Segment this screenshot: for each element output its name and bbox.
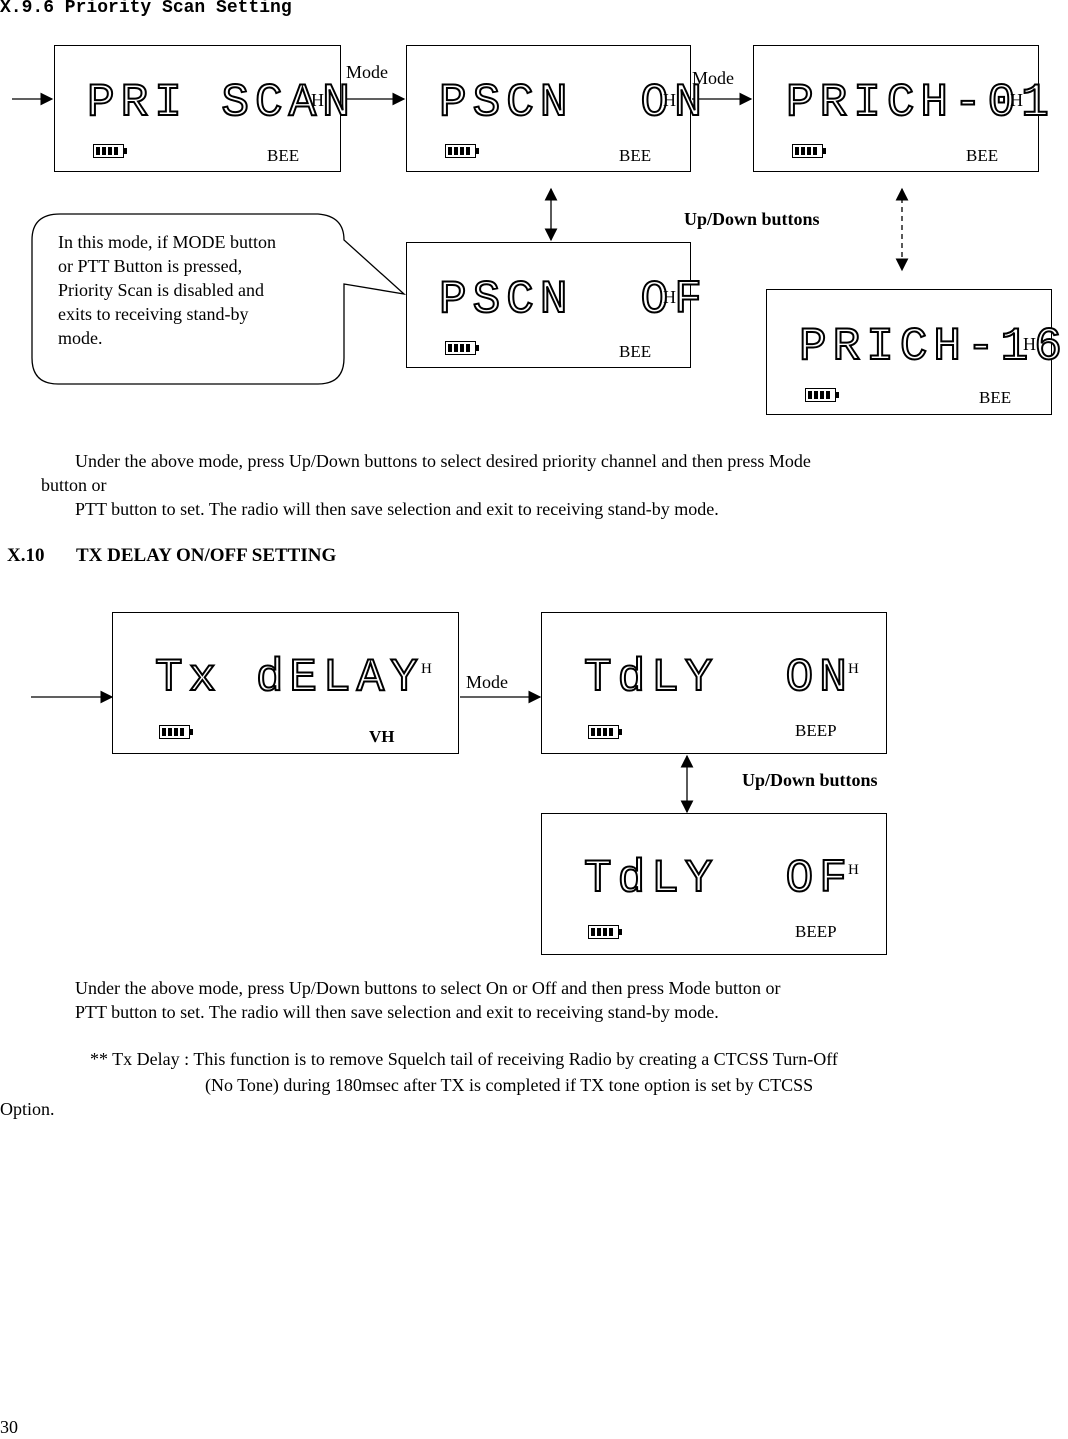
paragraph-line: Under the above mode, press Up/Down butt… <box>75 451 811 471</box>
updown-buttons-label: Up/Down buttons <box>684 209 820 229</box>
lcd-beep-indicator: BEE <box>267 146 300 165</box>
callout-line: Priority Scan is disabled and <box>58 280 264 300</box>
lcd-text: TdLY ON <box>583 652 853 704</box>
callout-line: mode. <box>58 328 103 348</box>
lcd-pri-scan: PRI SCAN H BEE <box>54 45 351 172</box>
battery-icon <box>805 388 839 402</box>
battery-icon <box>445 341 479 355</box>
lcd-h-indicator: H <box>1023 334 1036 354</box>
section-number: X.10 <box>7 545 45 566</box>
battery-icon <box>588 925 622 939</box>
mode-label: Mode <box>692 68 734 88</box>
lcd-tdly-of: TdLY OF H BEEP <box>541 813 887 955</box>
lcd-text: PRICH-01 <box>785 77 1055 129</box>
paragraph-line: Under the above mode, press Up/Down butt… <box>75 978 781 998</box>
lcd-h-indicator: H <box>663 90 676 110</box>
lcd-beep-indicator: VH <box>369 727 395 746</box>
updown-buttons-label: Up/Down buttons <box>742 770 878 790</box>
lcd-text: PRI SCAN <box>86 77 356 129</box>
battery-icon <box>792 144 826 158</box>
lcd-pscn-of: PSCN OF H BEE <box>406 242 703 368</box>
note-line: (No Tone) during 180msec after TX is com… <box>205 1075 814 1095</box>
lcd-beep-indicator: BEE <box>619 342 652 361</box>
callout-text: In this mode, if MODE button or PTT Butt… <box>58 230 276 350</box>
lcd-h-indicator: H <box>1010 90 1023 110</box>
lcd-prich-16: PRICH-16 H BEE <box>766 289 1063 415</box>
lcd-text: PRICH-16 <box>798 321 1068 373</box>
lcd-beep-indicator: BEEP <box>795 922 837 941</box>
callout-line: In this mode, if MODE button <box>58 232 276 252</box>
lcd-h-indicator: H <box>848 661 859 677</box>
section-title-priority-scan: X.9.6 Priority Scan Setting <box>0 0 292 18</box>
lcd-h-indicator: H <box>421 661 432 677</box>
lcd-h-indicator: H <box>848 862 859 878</box>
callout-line: exits to receiving stand-by <box>58 304 249 324</box>
section-title-tx-delay: TX DELAY ON/OFF SETTING <box>76 545 337 566</box>
lcd-tx-delay: Tx dELAY H VH <box>112 612 459 754</box>
lcd-h-indicator: H <box>311 90 324 110</box>
battery-icon <box>159 725 193 739</box>
lcd-prich-01: PRICH-01 H BEE <box>753 45 1050 172</box>
note-line: Option. <box>0 1099 55 1119</box>
lcd-pscn-on: PSCN ON H BEE <box>406 45 703 172</box>
lcd-text: Tx dELAY <box>154 652 424 704</box>
lcd-beep-indicator: BEE <box>966 146 999 165</box>
battery-icon <box>93 144 127 158</box>
page-number: 30 <box>0 1417 18 1437</box>
mode-label: Mode <box>466 672 508 692</box>
mode-label: Mode <box>346 62 388 82</box>
paragraph-line: PTT button to set. The radio will then s… <box>75 1002 719 1022</box>
lcd-text: PSCN OF <box>438 274 708 326</box>
paragraph-line: PTT button to set. The radio will then s… <box>75 499 719 519</box>
lcd-text: PSCN ON <box>438 77 708 129</box>
lcd-tdly-on: TdLY ON H BEEP <box>541 612 887 754</box>
callout-line: or PTT Button is pressed, <box>58 256 243 276</box>
battery-icon <box>445 144 479 158</box>
lcd-text: TdLY OF <box>583 853 853 905</box>
battery-icon <box>588 725 622 739</box>
note-line: ** Tx Delay : This function is to remove… <box>90 1049 838 1069</box>
lcd-beep-indicator: BEEP <box>795 721 837 740</box>
lcd-beep-indicator: BEE <box>619 146 652 165</box>
lcd-beep-indicator: BEE <box>979 388 1012 407</box>
paragraph-line: button or <box>41 475 107 495</box>
lcd-h-indicator: H <box>663 287 676 307</box>
